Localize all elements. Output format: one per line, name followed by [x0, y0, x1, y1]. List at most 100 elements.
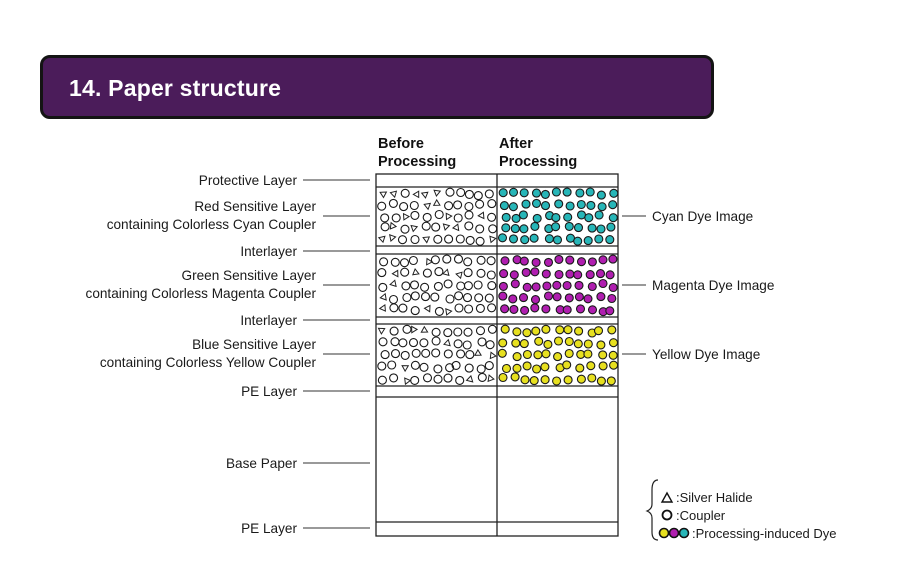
dye-particle	[522, 282, 532, 292]
dye-particle	[500, 324, 510, 334]
dye-particle	[531, 326, 541, 336]
coupler-particle	[431, 336, 441, 346]
coupler-particle	[453, 213, 463, 223]
coupler-particle	[442, 254, 452, 264]
dye-particle	[498, 372, 508, 383]
before-blue-layer-particles	[377, 324, 497, 386]
dye-particle	[521, 199, 531, 209]
header-before-line1: Before	[378, 136, 424, 152]
coupler-particle	[473, 191, 483, 201]
silver-halide-particle	[477, 211, 485, 220]
coupler-particle	[486, 256, 496, 266]
coupler-particle	[465, 350, 475, 360]
coupler-particle	[463, 257, 473, 267]
coupler-particle	[410, 234, 420, 245]
dye-particle	[562, 360, 572, 370]
coupler-particle	[445, 363, 455, 373]
dye-particle	[509, 270, 519, 280]
coupler-particle	[484, 293, 494, 303]
silver-halide-particle	[401, 365, 410, 373]
label-yellow-dye-image: Yellow Dye Image	[652, 347, 760, 362]
dye-particle	[501, 223, 511, 233]
dye-particle	[587, 305, 598, 315]
dye-particle	[541, 304, 551, 314]
coupler-particle	[463, 268, 473, 278]
coupler-particle	[477, 337, 487, 347]
coupler-particle	[389, 326, 399, 336]
dye-particle	[522, 328, 532, 338]
silver-halide-particle	[402, 212, 411, 221]
coupler-particle	[409, 200, 419, 211]
dye-particle	[596, 340, 606, 350]
dye-particle	[519, 256, 529, 266]
dye-particle	[532, 213, 542, 223]
coupler-particle	[431, 222, 441, 232]
coupler-particle	[487, 199, 497, 209]
silver-halide-particle	[423, 304, 431, 313]
dye-particle	[508, 294, 518, 304]
dye-particle	[500, 256, 510, 266]
coupler-particle	[421, 221, 431, 231]
dye-particle	[508, 187, 519, 197]
coupler-particle	[474, 293, 484, 303]
dye-particle	[551, 187, 561, 197]
coupler-particle	[410, 210, 420, 220]
dye-particle	[500, 304, 510, 314]
coupler-particle	[475, 326, 486, 336]
dye-particle	[553, 336, 564, 346]
coupler-particle	[401, 281, 411, 291]
silver-halide-particle	[420, 325, 429, 333]
dye-particle	[596, 224, 606, 234]
dye-particle	[605, 306, 615, 316]
dye-particle	[552, 292, 562, 302]
coupler-particle	[453, 254, 464, 264]
coupler-particle	[456, 281, 466, 291]
dye-particle	[564, 348, 574, 359]
dye-particle	[605, 235, 615, 245]
dye-particle	[533, 350, 543, 360]
silver-halide-particle	[377, 235, 386, 244]
dye-particle	[520, 375, 530, 385]
coupler-particle	[476, 268, 486, 278]
silver-halide-particle	[441, 268, 450, 277]
coupler-particle	[464, 210, 474, 220]
label-red-sensitive-line1: Red Sensitive Layer	[194, 199, 316, 214]
coupler-particle	[400, 224, 410, 234]
dye-particle	[575, 363, 585, 373]
coupler-particle	[464, 363, 474, 373]
dye-particle	[498, 188, 508, 198]
coupler-particle	[409, 280, 420, 290]
dye-particle	[530, 295, 541, 305]
dye-particle	[596, 376, 606, 386]
coupler-particle	[400, 350, 410, 360]
header-before-line2: Processing	[378, 154, 456, 170]
dye-particle	[587, 223, 597, 233]
coupler-particle	[487, 324, 497, 334]
coupler-particle	[463, 327, 473, 337]
coupler-particle	[390, 349, 401, 359]
legend-coupler: :Coupler	[676, 508, 726, 523]
dye-particle	[529, 233, 539, 243]
label-interlayer-1: Interlayer	[240, 244, 297, 259]
dye-particle	[532, 364, 542, 374]
cyan-dye-icon	[678, 527, 690, 539]
dye-particle	[573, 236, 583, 246]
coupler-particle	[433, 364, 443, 374]
label-green-sensitive-line1: Green Sensitive Layer	[182, 268, 317, 283]
dye-particle	[498, 281, 508, 291]
dye-particle	[551, 222, 561, 232]
dye-particle	[541, 349, 551, 359]
coupler-particle	[377, 375, 387, 385]
label-green-sensitive-line2: containing Colorless Magenta Coupler	[86, 286, 317, 301]
coupler-particle	[410, 291, 420, 301]
coupler-particle	[433, 234, 443, 244]
dye-particle	[552, 235, 563, 245]
dye-particle	[562, 305, 572, 315]
coupler-particle	[454, 303, 464, 313]
dye-particle	[598, 278, 608, 289]
dye-particle	[499, 269, 509, 279]
dye-particle	[510, 224, 520, 234]
coupler-particle	[402, 324, 412, 334]
coupler-particle	[475, 303, 485, 313]
dye-particle	[530, 267, 540, 277]
